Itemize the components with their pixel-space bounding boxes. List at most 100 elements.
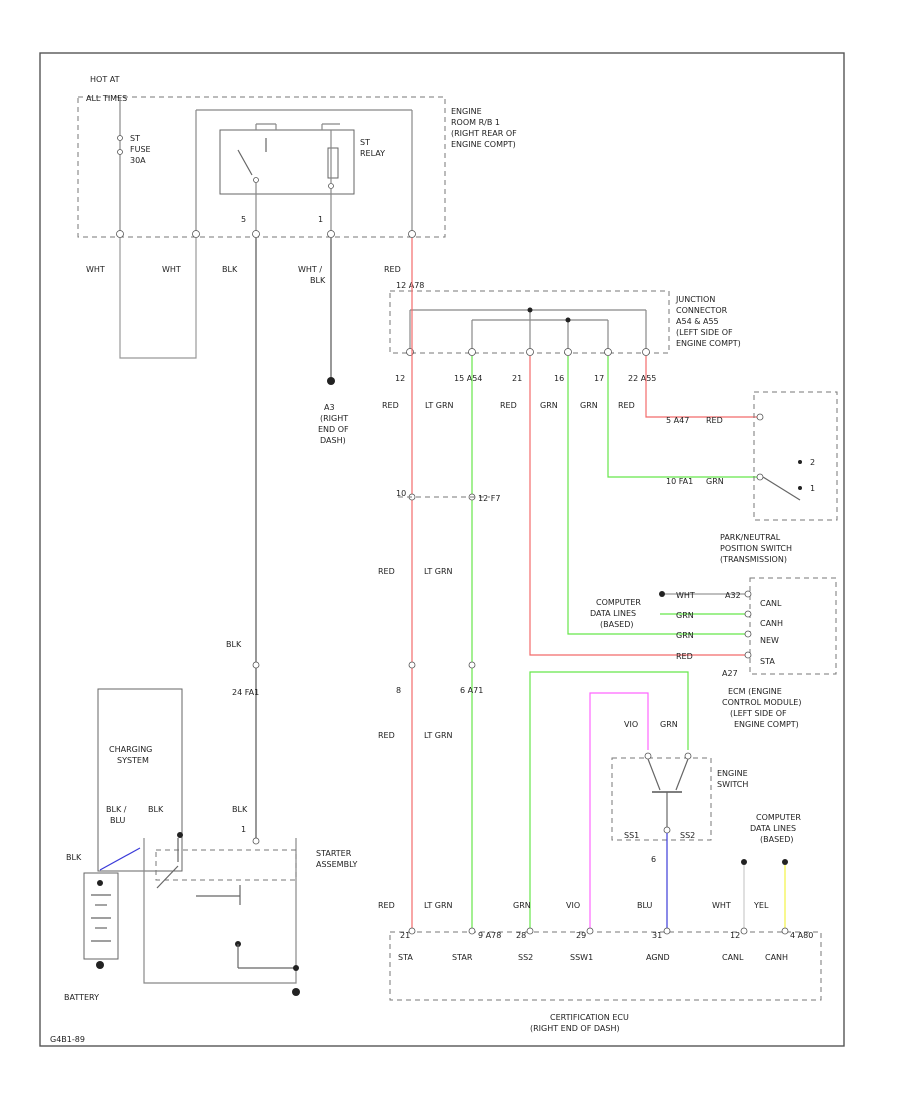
diagram-label: POSITION SWITCH — [720, 544, 792, 553]
diagram-label: CANL — [760, 599, 782, 608]
diagram-label: CONTROL MODULE) — [722, 698, 801, 707]
diagram-label: SWITCH — [717, 780, 748, 789]
diagram-label: ECM (ENGINE — [728, 687, 782, 696]
relay-box: HOT AT ALL TIMES ENGINE ROOM R/B 1 (RIGH… — [77, 75, 517, 238]
diagram-label: 22 A55 — [628, 374, 656, 383]
diagram-label: 10 — [396, 489, 406, 498]
diagram-label: CANH — [765, 953, 788, 962]
vio-wire-ssw1 — [589, 692, 649, 930]
diagram-label: RED — [382, 401, 399, 410]
diagram-label: (RIGHT — [320, 414, 348, 423]
diagram-label: RED — [378, 901, 395, 910]
grn-wire-ss2 — [529, 671, 689, 930]
diagram-label: A54 & A55 — [676, 317, 719, 326]
wire-label: BLK — [310, 276, 326, 285]
diagram-label: LT GRN — [424, 567, 453, 576]
diagram-label: A27 — [722, 669, 738, 678]
diagram-label: SYSTEM — [117, 756, 149, 765]
wire-label: WHT / — [298, 265, 322, 274]
diagram-label: PARK/NEUTRAL — [720, 533, 781, 542]
battery: BLK BATTERY — [64, 853, 119, 1002]
park-neutral-switch: 5 A47 RED 10 FA1 GRN 2 1 PARK/NEUTRAL PO… — [666, 391, 838, 564]
diagram-label: 12 — [395, 374, 405, 383]
diagram-label: 1 — [241, 825, 246, 834]
diagram-label: (RIGHT REAR OF — [451, 129, 517, 138]
diagram-label: 24 FA1 — [232, 688, 259, 697]
diagram-label: 8 — [396, 686, 401, 695]
diagram-label: RED — [618, 401, 635, 410]
engine-switch: ENGINE SWITCH SS1 SS2 — [611, 752, 748, 841]
diagram-label: RED — [378, 731, 395, 740]
wire-label: WHT — [86, 265, 105, 274]
diagram-label: WHT — [676, 591, 695, 600]
diagram-label: 16 — [554, 374, 564, 383]
diagram-label: ST — [130, 134, 140, 143]
diagram-label: JUNCTION — [675, 295, 715, 304]
ground-a3-icon — [327, 377, 335, 385]
diagram-label: ENGINE COMPT) — [451, 140, 516, 149]
diagram-label: BATTERY — [64, 993, 99, 1002]
diagram-label: (BASED) — [760, 835, 794, 844]
diagram-label: YEL — [753, 901, 769, 910]
diagram-label: BLK — [226, 640, 242, 649]
diagram-label: DATA LINES — [590, 609, 636, 618]
diagram-label: 1 — [810, 484, 815, 493]
grn-wire-ecm-new — [567, 356, 745, 635]
diagram-label: ASSEMBLY — [316, 860, 357, 869]
diagram-label: FUSE — [130, 145, 151, 154]
diagram-label: (LEFT SIDE OF — [730, 709, 787, 718]
diagram-label: COMPUTER — [596, 598, 641, 607]
diagram-label: BLK — [232, 805, 248, 814]
diagram-label: SS2 — [518, 953, 533, 962]
diagram-label: COMPUTER — [756, 813, 801, 822]
diagram-label: 4 A80 — [790, 931, 813, 940]
diagram-label: END OF — [318, 425, 349, 434]
diagram-label: CERTIFICATION ECU — [550, 1013, 629, 1022]
diagram-label: DASH) — [320, 436, 346, 445]
diagram-label: BLK — [66, 853, 82, 862]
diagram-label: 6 — [651, 855, 656, 864]
diagram-label: ENGINE — [451, 107, 482, 116]
diagram-label: RED — [378, 567, 395, 576]
diagram-label: 29 — [576, 931, 586, 940]
certification-ecu: RED LT GRN GRN VIO BLU WHT YEL 21 9 A78 … — [378, 901, 822, 1033]
wire-label: RED — [384, 265, 401, 274]
diagram-label: CANH — [760, 619, 783, 628]
diagram-label: STARTER — [316, 849, 352, 858]
diagram-label: BLK / — [106, 805, 127, 814]
diagram-label: VIO — [624, 720, 638, 729]
charging-system: CHARGING SYSTEM BLK / BLU BLK — [97, 688, 183, 872]
diagram-id: G4B1-89 — [50, 1035, 85, 1044]
red-wire-ecm-sta — [529, 356, 745, 656]
diagram-label: 12 A78 — [396, 281, 424, 290]
diagram-label: 2 — [810, 458, 815, 467]
diagram-label: LT GRN — [424, 901, 453, 910]
diagram-label: BLU — [637, 901, 653, 910]
diagram-frame — [39, 52, 845, 1047]
diagram-label: GRN — [706, 477, 724, 486]
diagram-label: (RIGHT END OF DASH) — [530, 1024, 620, 1033]
ecm: COMPUTER DATA LINES (BASED) WHT GRN GRN … — [590, 577, 837, 729]
diagram-label: 21 — [400, 931, 410, 940]
diagram-label: ENGINE — [717, 769, 748, 778]
wire-label: WHT — [162, 265, 181, 274]
diagram-label: RED — [500, 401, 517, 410]
diagram-label: LT GRN — [424, 731, 453, 740]
diagram-label: (LEFT SIDE OF — [676, 328, 733, 337]
diagram-label: BLK — [148, 805, 164, 814]
diagram-label: ENGINE COMPT) — [676, 339, 741, 348]
diagram-label: GRN — [580, 401, 598, 410]
junction-connector: 12 A78 JUNCTION CONNECTOR A54 & A55 (LEF… — [389, 281, 741, 356]
hot-at-label-2: ALL TIMES — [86, 94, 127, 103]
diagram-label: 21 — [512, 374, 522, 383]
diagram-label: CHARGING — [109, 745, 152, 754]
st-fuse: ST FUSE 30A — [117, 103, 151, 232]
starter-assembly: 1 STARTER ASSEMBLY — [143, 825, 357, 996]
diagram-label: AGND — [646, 953, 670, 962]
diagram-label: BLU — [110, 816, 126, 825]
diagram-label: GRN — [513, 901, 531, 910]
diagram-label: 30A — [130, 156, 146, 165]
diagram-label: ST — [360, 138, 370, 147]
diagram-label: RELAY — [360, 149, 385, 158]
